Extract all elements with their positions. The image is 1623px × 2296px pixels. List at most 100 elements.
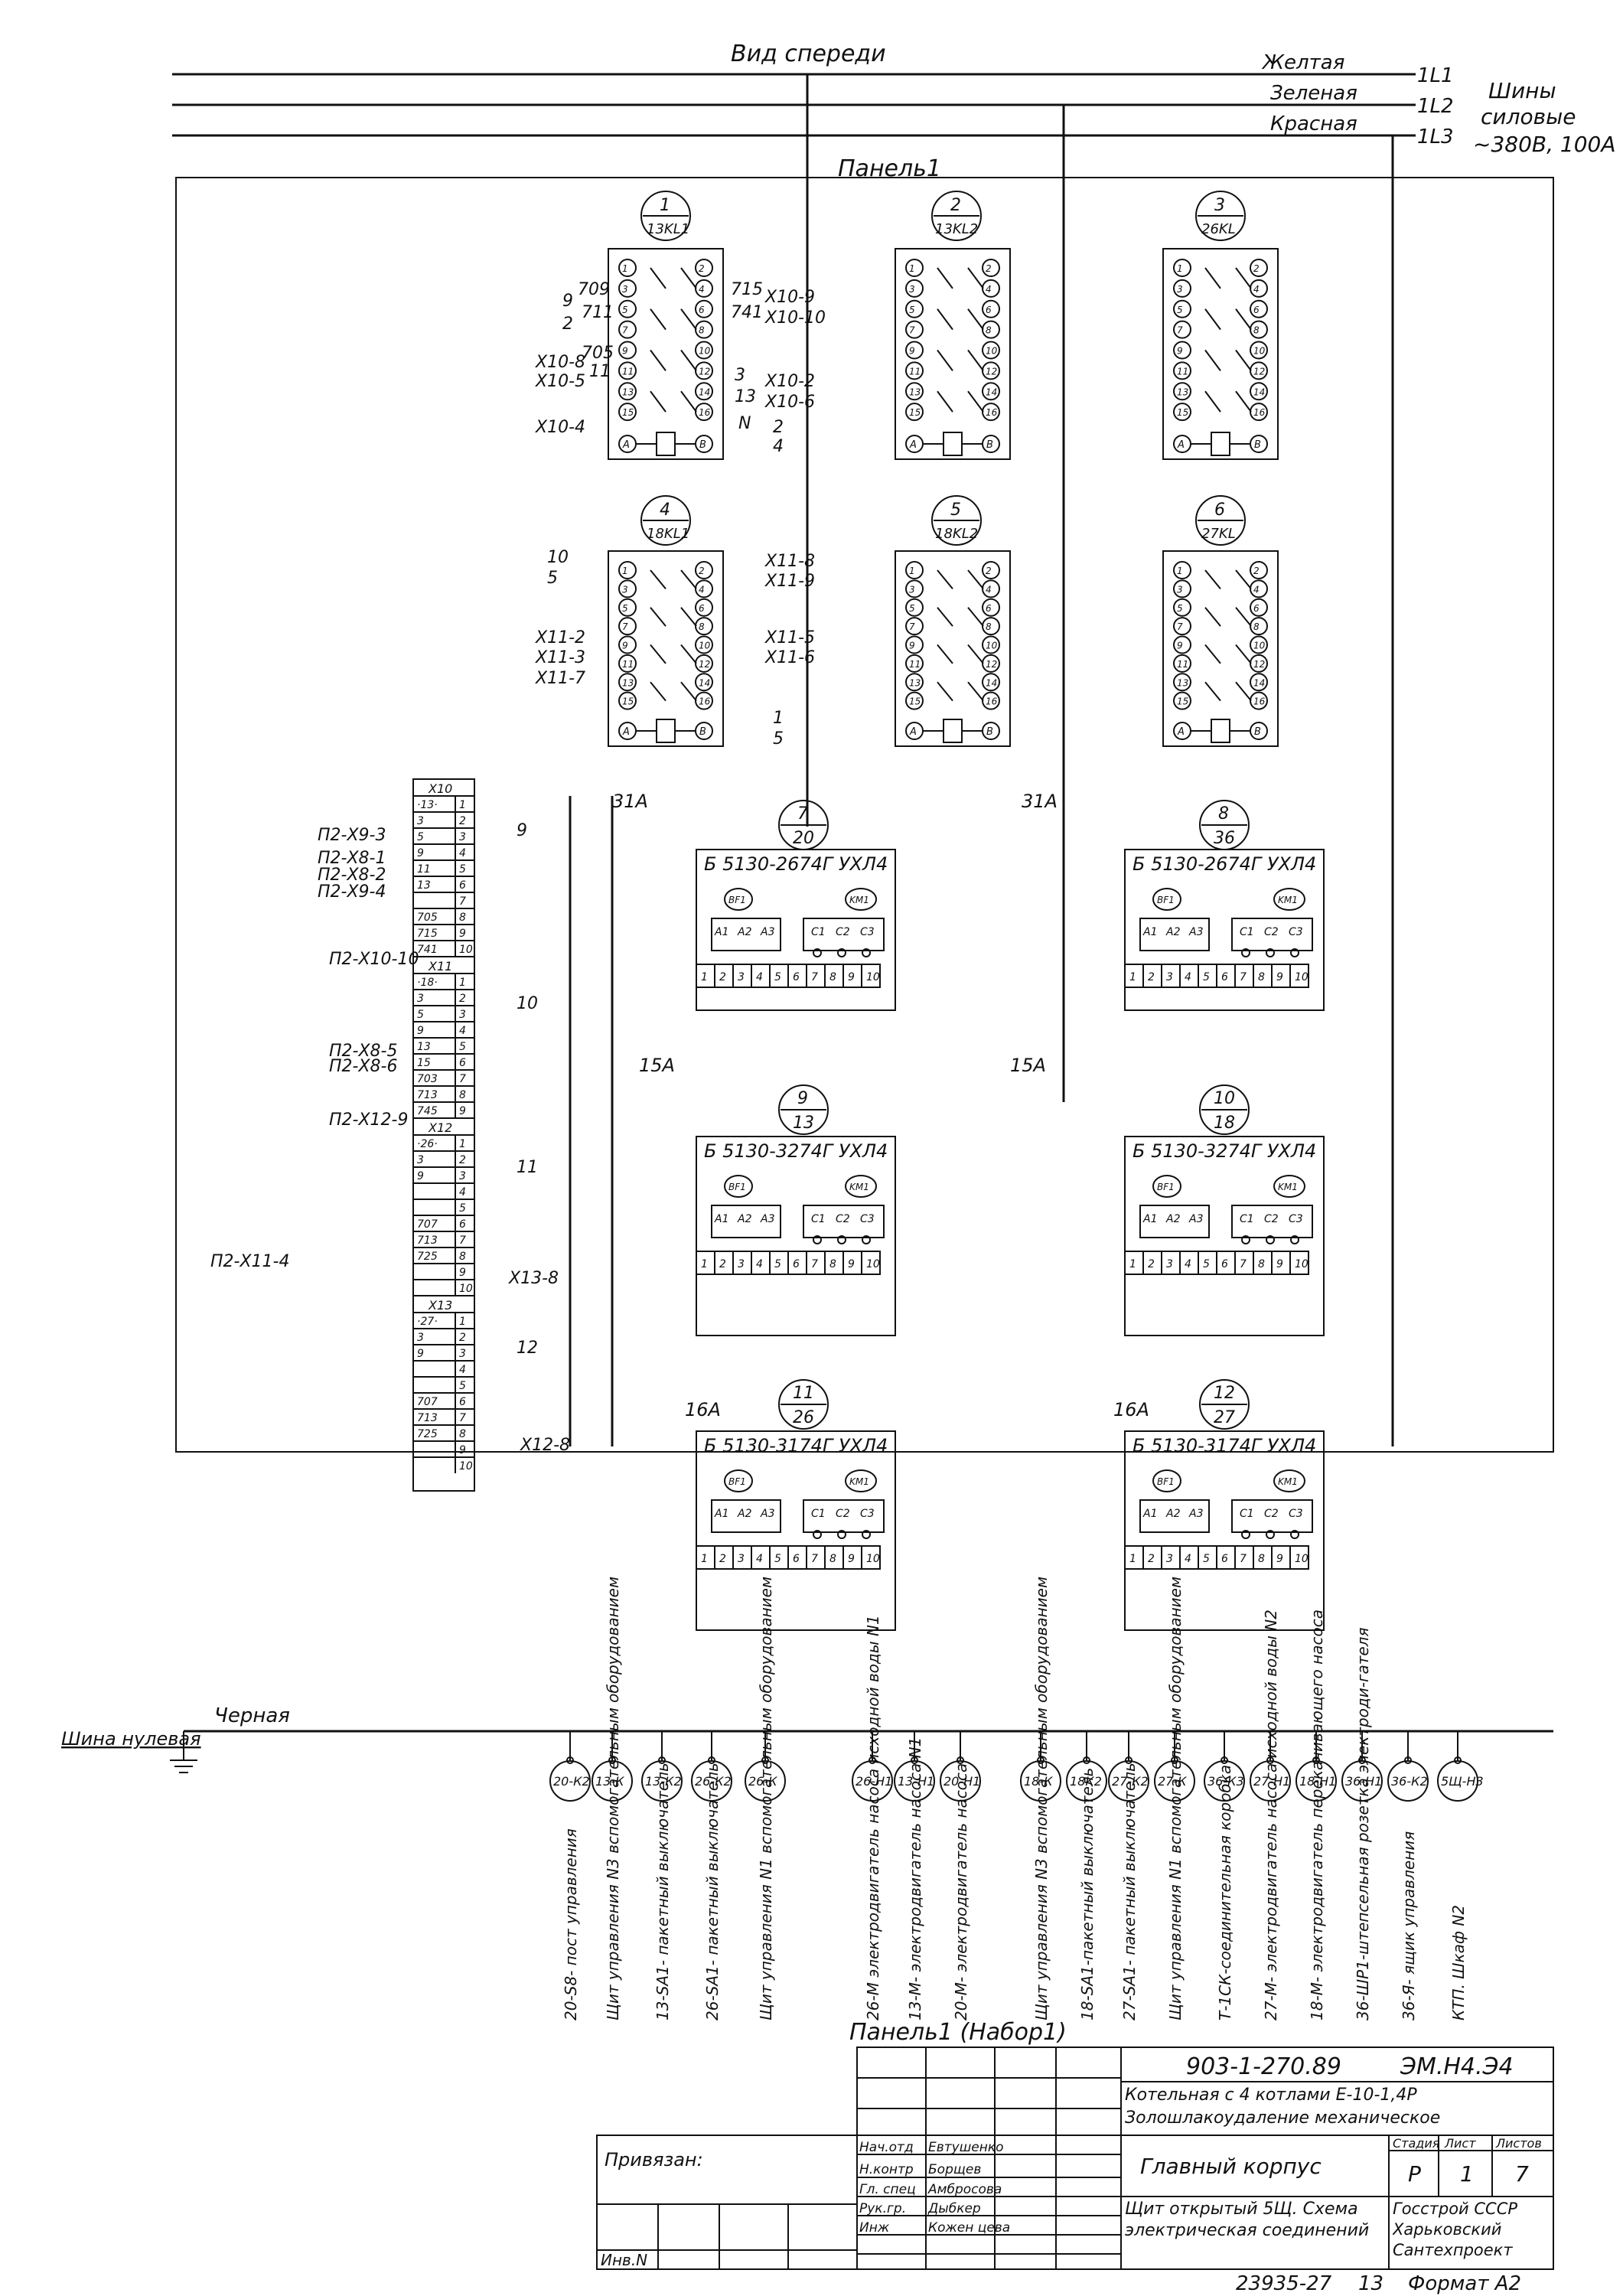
strip-terminal-label: 9: [1276, 971, 1283, 983]
panel-caption: Панель1 (Набор1): [849, 2019, 1067, 2046]
contactor-pole-label: C3: [1289, 926, 1303, 938]
relay-terminal-label: 11: [909, 366, 921, 377]
starter-7-model: Б 5130-2674Г УХЛ4: [704, 853, 888, 875]
relay-terminal: [618, 635, 637, 654]
relay-2-num: 2: [950, 196, 961, 215]
bf1-breaker: [1152, 888, 1181, 911]
neutral-tap: [761, 1756, 769, 1764]
connector-circle: [691, 1760, 732, 1802]
strip-terminal-label: 6: [1221, 1553, 1228, 1565]
contactor-terminal: [1241, 1235, 1250, 1244]
tb-terminal: 5: [459, 1041, 466, 1053]
connector-label: 18-К: [1024, 1774, 1053, 1789]
relay-terminal: [982, 259, 1000, 277]
breaker-pole-label: A1: [714, 1213, 728, 1225]
sheet-header: Лист: [1444, 2136, 1476, 2151]
breaker-pole-label: A3: [760, 1508, 774, 1520]
contactor-pole-label: C2: [1264, 926, 1279, 938]
coil-a-label: A: [1177, 439, 1185, 451]
tb-terminal: 7: [459, 895, 466, 908]
relay-terminal: [905, 403, 924, 422]
tb-terminal: 2: [459, 1154, 466, 1166]
tb-terminal: 8: [459, 1089, 466, 1101]
relay-coil: [656, 719, 676, 743]
contact-switch: [680, 349, 697, 371]
contactor-terminal: [813, 1235, 822, 1244]
contactor-terminal: [862, 948, 871, 957]
tb-terminal: 6: [459, 1218, 466, 1231]
contact-switch: [1235, 607, 1252, 627]
r1-right-3: 13: [735, 387, 756, 406]
tb-wire: 5: [417, 1009, 424, 1021]
connector-circle: [549, 1760, 591, 1802]
relay-terminal-label: 13: [622, 677, 634, 688]
tb-wire: ·27·: [417, 1316, 438, 1328]
consumer-label: 26-SA1- пакетный выключатель: [703, 1763, 722, 2020]
tb-right-1: 10: [517, 994, 538, 1013]
name-0: Евтушенко: [928, 2140, 1004, 2155]
relay-terminal-label: 13: [622, 386, 634, 397]
starter-7-num: 7: [797, 804, 808, 823]
relay-terminal-label: 5: [909, 305, 915, 315]
tb-terminal: 7: [459, 1234, 466, 1247]
breaker-pole-label: A1: [1142, 926, 1157, 938]
neutral-bus: Черная Шина нулевая: [61, 1704, 1553, 1773]
neutral-tap: [1312, 1756, 1320, 1764]
consumer-text: 36-ШР1-штепсельная розетка электроди-гат…: [1354, 1628, 1372, 2021]
breaker-pole-label: A3: [760, 1213, 774, 1225]
contactor-pole-label: C1: [1240, 926, 1254, 938]
km1-contactor: [1273, 1469, 1305, 1492]
tb-left-6: П2-Х8-6: [329, 1057, 397, 1076]
relay-terminal: [905, 635, 924, 654]
strip-terminal-label: 3: [1166, 971, 1173, 983]
tb-wire: 9: [417, 1348, 424, 1360]
contactor-terminal: [837, 948, 846, 957]
tb-terminal: 6: [459, 1396, 466, 1408]
tb-terminal: 5: [459, 1202, 466, 1215]
relay-terminal-label: 8: [1253, 621, 1260, 632]
relay-terminal-label: 16: [1253, 696, 1266, 707]
relay-terminal-label: 2: [1253, 263, 1260, 274]
contact-switch: [1204, 569, 1221, 590]
privyazan: Привязан:: [605, 2149, 703, 2170]
tb-terminal: 4: [459, 1364, 466, 1376]
bf1-label: BF1: [728, 1476, 746, 1487]
connector-circle: [745, 1760, 786, 1802]
relay-terminal-label: 12: [1253, 659, 1265, 670]
contact-switch: [650, 569, 666, 590]
neutral-tap: [566, 1756, 574, 1764]
starter-8-den: 36: [1214, 829, 1235, 848]
tb-terminal: 1: [459, 1316, 466, 1328]
contactor-pole-label: C3: [1289, 1213, 1303, 1225]
consumer-label: 20-S8- пост управления: [562, 1828, 580, 2020]
starter-8-num: 8: [1218, 804, 1229, 823]
relay-terminal-label: 2: [986, 263, 992, 274]
relay-terminal: [618, 598, 637, 617]
bus-note-1: Шины: [1488, 78, 1556, 103]
consumer-text: Щит управления N1 вспомогательным оборуд…: [757, 1577, 775, 2020]
relay-terminal: [695, 561, 713, 579]
strip-terminal-label: 10: [866, 1553, 880, 1565]
contact-switch: [650, 644, 666, 664]
neutral-tap: [1125, 1756, 1133, 1764]
relay-5: 5 18KL2: [895, 495, 1011, 747]
r4-left-0: 10: [547, 548, 569, 567]
connector-label: 26-Н1: [855, 1774, 892, 1789]
tb-terminal: 9: [459, 1267, 466, 1279]
relay-terminal-label: 14: [699, 386, 710, 397]
km1-label: KM1: [849, 1182, 869, 1192]
contact-switch: [937, 349, 953, 371]
relay-terminal: [905, 320, 924, 339]
relay-terminal-label: 7: [622, 621, 628, 632]
relay-terminal-label: 1: [909, 566, 915, 576]
consumer-text: 13-SA1- пакетный выключатель: [653, 1763, 672, 2020]
r1-far-0: X10-9: [764, 288, 815, 307]
tb-terminal: 9: [459, 1105, 466, 1117]
connector-circle: [1066, 1760, 1107, 1802]
contactor-pole-label: C3: [1289, 1508, 1303, 1520]
strip-terminal-label: 10: [1295, 971, 1309, 983]
contact-switch: [967, 569, 984, 590]
relay-terminal-label: 14: [986, 386, 997, 397]
relay-terminal-label: 8: [986, 325, 992, 336]
